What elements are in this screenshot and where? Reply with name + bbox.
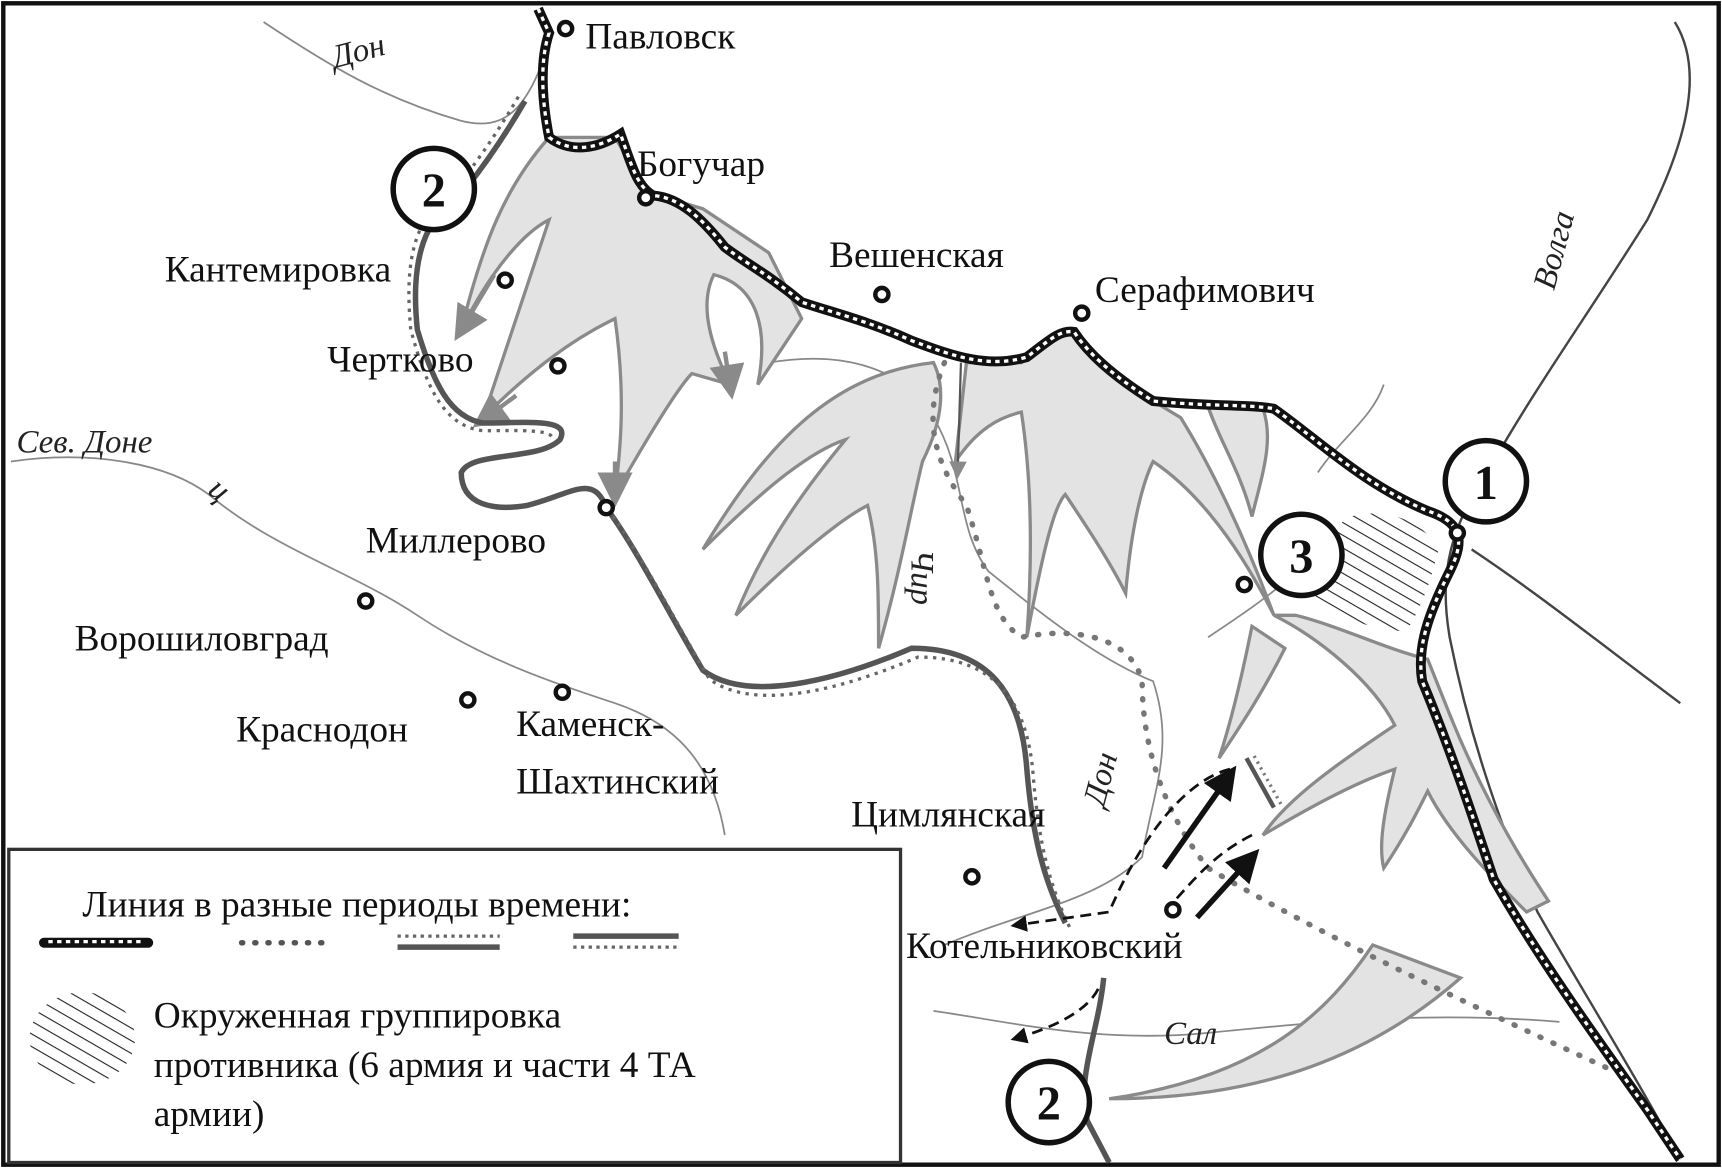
city-label-boguchar: Богучар bbox=[637, 144, 765, 185]
svg-text:3: 3 bbox=[1289, 530, 1313, 583]
marker-2-north: 2 bbox=[390, 145, 478, 233]
marker-1: 1 bbox=[1442, 437, 1530, 525]
legend-symbol-initial-line bbox=[38, 937, 154, 948]
legend-encircled-text-2: противника (6 армия и части 4 ТА bbox=[154, 1045, 696, 1086]
river-label-chir: Чир bbox=[904, 549, 940, 605]
city-label-tsimlyanskaya: Цимлянская bbox=[851, 794, 1045, 835]
svg-text:1: 1 bbox=[1474, 457, 1498, 510]
legend-encircled-text-3: армии) bbox=[154, 1094, 265, 1135]
city-label-veshenskaya: Вешенская bbox=[829, 235, 1004, 276]
legend-encircled-text-1: Окруженная группировка bbox=[154, 995, 562, 1036]
marker-3: 3 bbox=[1258, 511, 1345, 599]
city-label-pavlovsk: Павловск bbox=[585, 16, 736, 57]
city-label-chertkovo: Чертково bbox=[327, 339, 473, 380]
legend: Линия в разные периоды времени: Окруженн… bbox=[7, 847, 903, 1165]
legend-symbol-solid-over-dotted bbox=[573, 933, 679, 949]
city-label-kamensk-1: Каменск- bbox=[516, 704, 664, 745]
front-lines bbox=[407, 6, 1685, 1164]
legend-title: Линия в разные периоды времени: bbox=[82, 884, 631, 925]
river-label-sal: Сал bbox=[1164, 1016, 1217, 1052]
legend-symbol-dotted-over-solid bbox=[397, 934, 500, 950]
legend-hatch-icon bbox=[29, 992, 136, 1085]
city-label-millerovo: Миллерово bbox=[366, 521, 546, 562]
city-label-kotelnikovsky: Котельниковский bbox=[906, 926, 1183, 967]
front-line-dotted bbox=[930, 359, 1618, 1075]
river-label-sev-donets: Сев. Доне bbox=[16, 425, 152, 461]
front-line-solid-dotted bbox=[412, 99, 1068, 925]
marker-2-south: 2 bbox=[1005, 1058, 1093, 1146]
svg-text:2: 2 bbox=[1037, 1078, 1061, 1131]
city-label-serafimovich: Серафимович bbox=[1095, 270, 1315, 311]
city-label-kantemirovka: Кантемировка bbox=[165, 249, 392, 290]
town-markers bbox=[356, 19, 1467, 919]
svg-text:2: 2 bbox=[422, 165, 446, 218]
city-label-voroshilovgrad: Ворошиловград bbox=[75, 618, 329, 659]
city-label-kamensk-2: Шахтинский bbox=[516, 761, 719, 802]
city-label-krasnodon: Краснодон bbox=[236, 710, 408, 751]
